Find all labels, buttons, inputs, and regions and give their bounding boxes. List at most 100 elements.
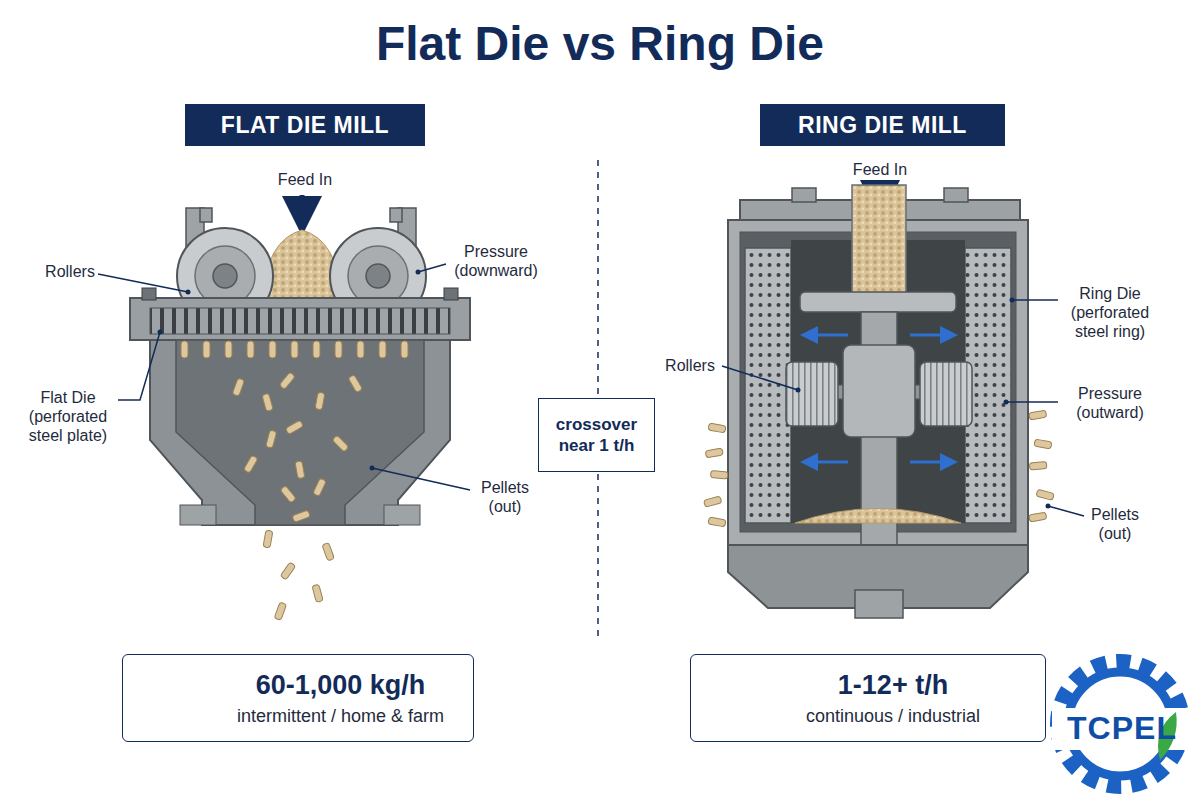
pellet: [312, 584, 323, 602]
logo-backing: [1052, 708, 1192, 750]
mill-header: FLAT DIE MILL: [185, 104, 425, 146]
pellet: [203, 341, 210, 358]
pellet: [279, 372, 295, 390]
capacity-box: 1-12+ t/h continuous / industrial: [690, 654, 1046, 742]
pellet: [1029, 512, 1047, 522]
pellet: [379, 341, 386, 358]
pellet: [401, 341, 408, 358]
pellet: [348, 375, 363, 393]
flange-tab: [944, 188, 968, 202]
pellet: [266, 430, 277, 448]
pellet: [247, 341, 254, 358]
roller-hub: [843, 345, 915, 437]
pressure-arrow: [806, 334, 848, 337]
mill-housing: [150, 340, 450, 525]
roller-hub: [366, 264, 390, 288]
mill-header: RING DIE MILL: [760, 104, 1005, 146]
pellet: [263, 530, 273, 548]
leader-dot: [186, 290, 191, 295]
part-label: Flat Die (perforated steel plate): [18, 388, 118, 446]
pellet: [285, 420, 303, 435]
leader-line: [1006, 401, 1058, 403]
pellet: [232, 378, 244, 396]
pellet: [332, 435, 349, 452]
leader-line: [372, 468, 470, 490]
pressure-arrow: [910, 334, 952, 337]
leader-line: [98, 274, 188, 292]
leader-line: [1048, 506, 1084, 516]
part-label: Pellets (out): [1080, 505, 1150, 543]
pellet: [244, 455, 259, 473]
bolt: [444, 288, 458, 300]
pellet: [357, 341, 364, 358]
pellet: [1036, 489, 1054, 500]
distributor-disc: [800, 292, 956, 312]
pellet: [708, 517, 726, 527]
roller-bracket: [200, 208, 212, 222]
feed-chute: [852, 185, 906, 293]
leader-dot: [370, 466, 375, 471]
pressure-arrow: [910, 461, 952, 464]
pellet-pile: [795, 509, 961, 524]
part-label: Pressure (outward): [1060, 384, 1160, 422]
pellet: [291, 341, 298, 358]
leader-dot: [796, 388, 801, 393]
pellet: [322, 543, 334, 561]
foot-flange: [180, 505, 216, 525]
box-heading: 1-12+ t/h: [838, 670, 948, 701]
pellet: [313, 341, 320, 358]
part-label: Ring Die (perforated steel ring): [1060, 284, 1160, 342]
box-heading: RING DIE MILL: [798, 112, 967, 139]
logo-text: TCPEL: [1052, 709, 1192, 747]
diagram-title: Flat Die vs Ring Die: [0, 16, 1200, 71]
box-heading: 60-1,000 kg/h: [256, 670, 426, 701]
part-label: Pellets (out): [470, 478, 540, 516]
pellet: [280, 562, 295, 580]
divider-line: [597, 160, 599, 395]
pellet: [313, 478, 327, 496]
divider-line: [597, 474, 599, 640]
pellet: [262, 393, 273, 411]
pellet: [1029, 462, 1047, 470]
flange-tab: [792, 188, 816, 202]
discharge-funnel: [176, 340, 424, 525]
part-label: Pressure (downward): [446, 242, 546, 280]
box-heading: FLAT DIE MILL: [221, 112, 389, 139]
pellet: [335, 341, 342, 358]
leader-line: [1012, 299, 1058, 301]
pellet: [280, 486, 296, 504]
roller-bracket: [390, 208, 402, 222]
shaft-foot: [855, 590, 903, 618]
roller: [920, 362, 972, 426]
box-subtext: continuous / industrial: [806, 706, 980, 727]
leader-line: [722, 366, 798, 390]
feed-label: Feed In: [255, 170, 355, 189]
box-subtext: intermittent / home & farm: [237, 706, 444, 727]
pellet: [181, 341, 188, 358]
foot-flange: [384, 505, 420, 525]
flat-die-plate: [130, 298, 470, 340]
leader-dot: [158, 330, 163, 335]
part-label: Rollers: [40, 262, 100, 281]
pellet: [1034, 439, 1052, 449]
feed-label: Feed In: [830, 160, 930, 179]
pellet: [274, 602, 286, 620]
pellet: [704, 496, 722, 507]
pellet: [269, 341, 276, 358]
pellet: [292, 510, 310, 522]
leader-line: [418, 264, 446, 272]
feed-arrow: [300, 195, 305, 226]
roller: [786, 362, 838, 426]
pellet: [225, 341, 232, 358]
pressure-arrow: [806, 461, 848, 464]
leader-dot: [416, 270, 421, 275]
leader-line: [118, 332, 160, 400]
die-holes: [150, 308, 450, 334]
pellet: [710, 471, 728, 479]
pellet: [315, 392, 325, 410]
leader-dot: [1046, 504, 1051, 509]
box-heading: crossover near 1 t/h: [545, 414, 648, 457]
pellet: [708, 423, 726, 433]
bolt: [142, 288, 156, 300]
